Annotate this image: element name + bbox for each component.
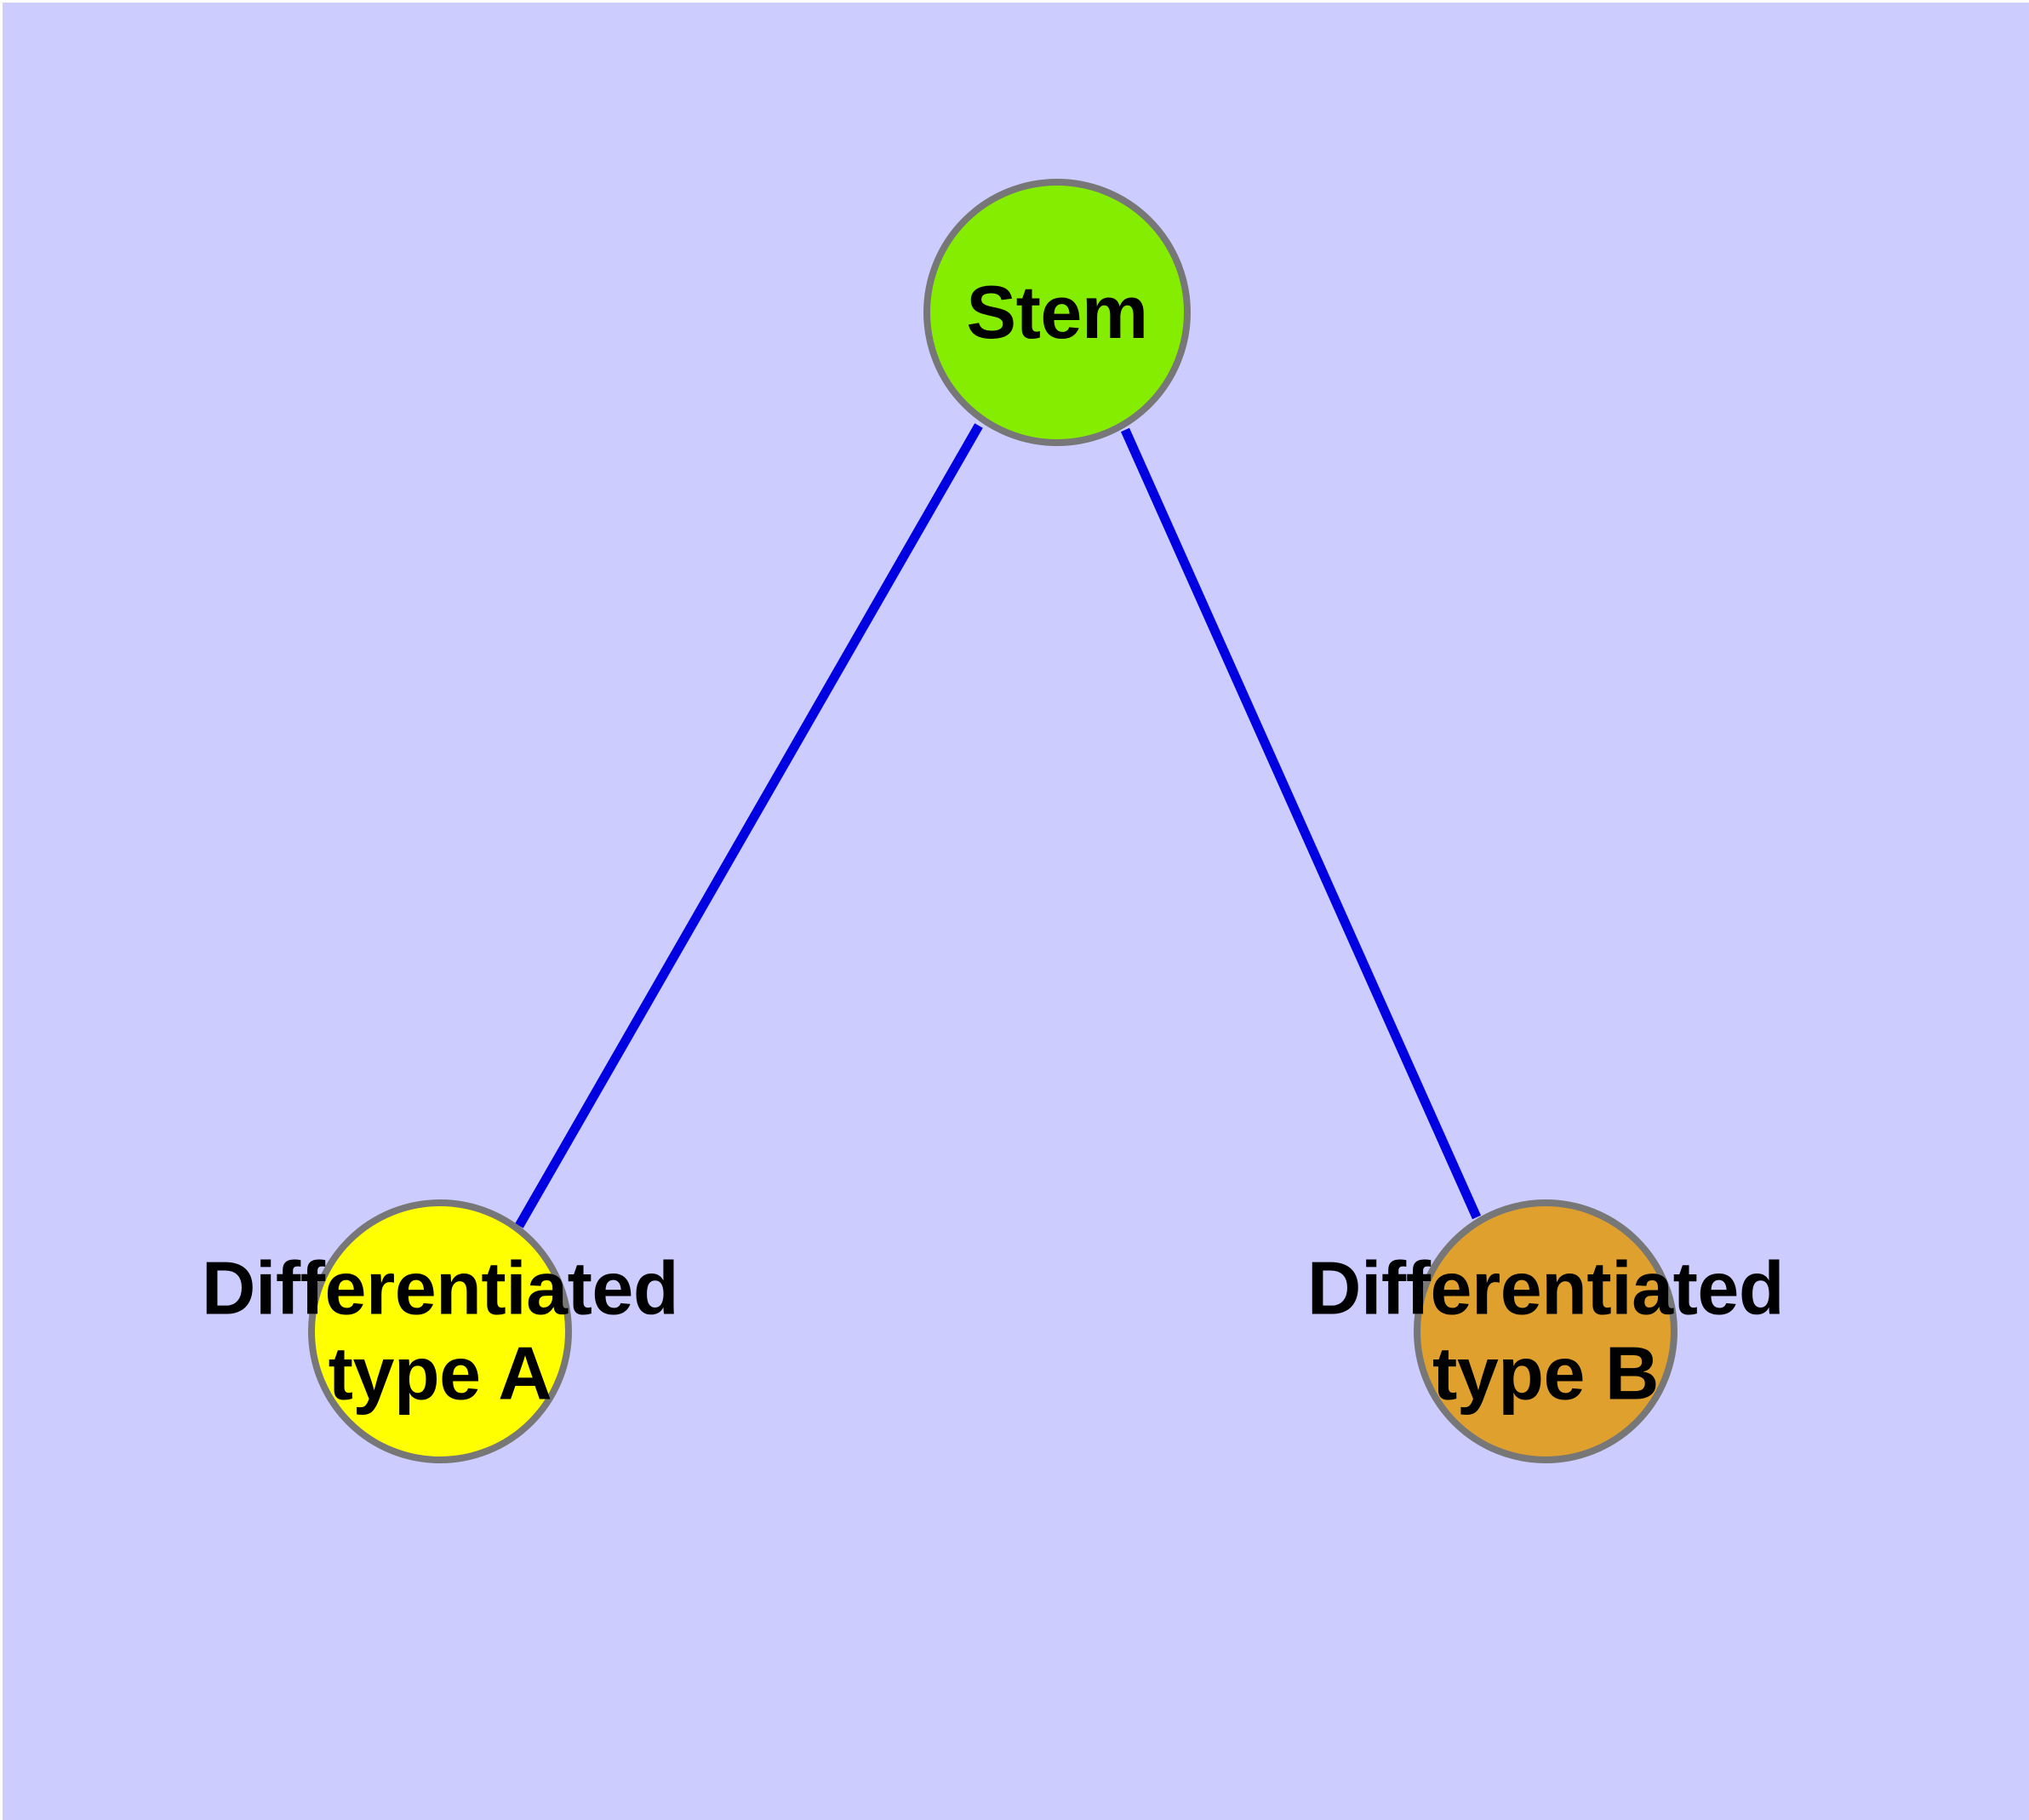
node-layer — [308, 179, 1677, 1463]
node-diff_a[interactable] — [308, 1199, 572, 1463]
node-stem[interactable] — [923, 179, 1191, 446]
edge-stem-diff-a[interactable] — [515, 423, 983, 1228]
node-diff_b[interactable] — [1414, 1199, 1677, 1463]
edge-layer — [515, 423, 1482, 1228]
edge-stem-diff-b[interactable] — [1120, 427, 1482, 1220]
